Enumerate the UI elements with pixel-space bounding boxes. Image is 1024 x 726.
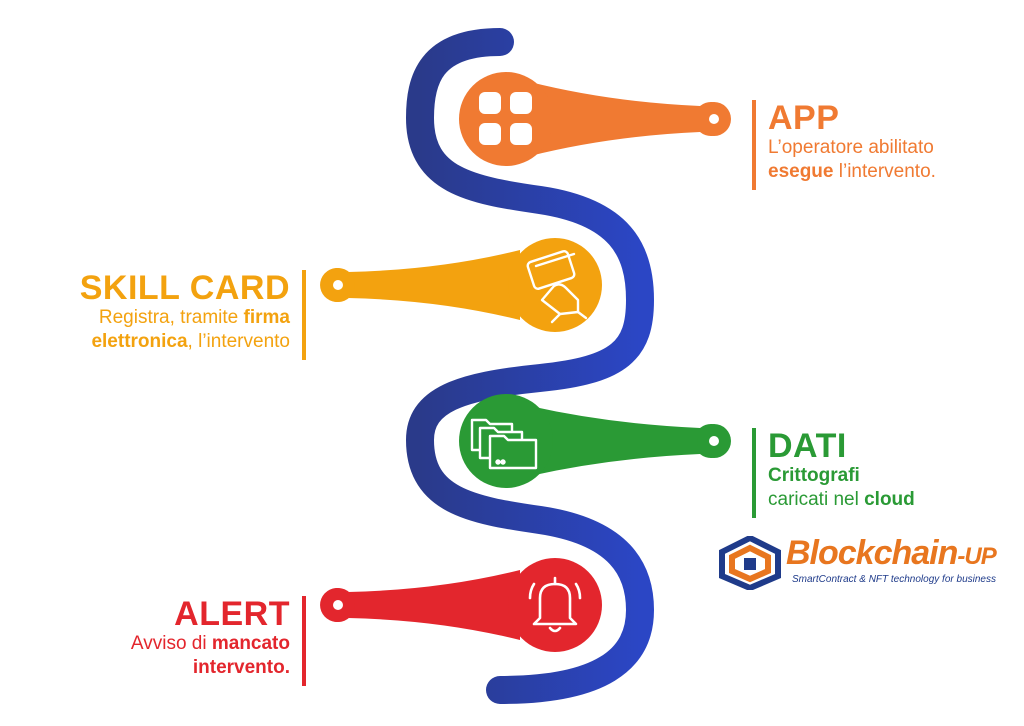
- dati-accent-bar: [752, 428, 756, 518]
- app-line-1-text: L’operatore abilitato: [768, 137, 934, 158]
- app-title: APP: [768, 99, 840, 137]
- skill-title: SKILL CARD: [79, 269, 290, 307]
- alert-connector: [320, 570, 520, 640]
- dati-line-2-bold: cloud: [864, 489, 915, 510]
- alert-node: [320, 558, 602, 652]
- app-line-2-rest: l’intervento.: [833, 161, 936, 182]
- skill-line-2: elettronica, l’intervento: [20, 330, 290, 354]
- folders-icon: [470, 418, 538, 470]
- dati-text-block: DATI Crittografi caricati nel cloud: [752, 428, 1024, 518]
- app-text-block: APP L’operatore abilitato esegue l’inter…: [752, 100, 1024, 190]
- card-hand-icon: [526, 250, 588, 324]
- app-connector: [530, 82, 728, 156]
- app-line-1: L’operatore abilitato: [768, 136, 1024, 160]
- skill-line-1-bold: firma: [243, 307, 290, 328]
- app-pin-dot: [709, 114, 719, 124]
- alert-line-2: intervento.: [60, 656, 290, 680]
- dati-pin-dot: [709, 436, 719, 446]
- app-line-2-bold: esegue: [768, 161, 834, 182]
- alert-line-1-bold: mancato: [211, 633, 290, 654]
- serpentine-path: [405, 28, 655, 704]
- app-line-2: esegue l’intervento.: [768, 160, 1024, 184]
- app-node: [459, 72, 731, 166]
- logo-tagline: SmartContract & NFT technology for busin…: [792, 574, 996, 585]
- blockchain-cube-icon: [719, 536, 781, 590]
- dati-connector: [530, 406, 728, 476]
- logo-suffix: -UP: [957, 543, 996, 570]
- skill-line-1-text: Registra, tramite: [98, 307, 244, 328]
- app-circle: [459, 72, 553, 166]
- dati-line-1: Crittografi: [768, 464, 1024, 488]
- app-accent-bar: [752, 100, 756, 190]
- skill-line-2-bold: elettronica: [91, 331, 188, 352]
- logo-wordmark: Blockchain-UP: [786, 534, 997, 573]
- bell-icon: [528, 576, 582, 633]
- apps-grid-icon: [479, 92, 532, 145]
- alert-title: ALERT: [174, 595, 290, 633]
- skill-node: [320, 238, 602, 332]
- alert-circle: [508, 558, 602, 652]
- alert-accent-bar: [302, 596, 306, 686]
- blockchain-up-logo: Blockchain-UP SmartContract & NFT techno…: [718, 534, 1018, 594]
- alert-text-block: ALERT Avviso di mancato intervento.: [60, 596, 306, 686]
- skill-text-block: SKILL CARD Registra, tramite firma elett…: [20, 270, 306, 360]
- logo-name: Blockchain: [786, 534, 958, 572]
- alert-line-2-bold: intervento.: [192, 657, 290, 678]
- skill-accent-bar: [302, 270, 306, 360]
- skill-line-2-rest: , l’intervento: [187, 331, 290, 352]
- skill-line-1: Registra, tramite firma: [20, 306, 290, 330]
- alert-pin-dot: [333, 600, 343, 610]
- skill-connector: [320, 250, 520, 320]
- alert-line-1: Avviso di mancato: [60, 632, 290, 656]
- dati-title: DATI: [768, 427, 847, 465]
- skill-pin-dot: [333, 280, 343, 290]
- dati-node: [459, 394, 731, 488]
- dati-line-2: caricati nel cloud: [768, 488, 1024, 512]
- dati-line-1-bold: Crittografi: [768, 465, 860, 486]
- alert-line-1-text: Avviso di: [130, 633, 212, 654]
- dati-line-2-text: caricati nel: [768, 489, 865, 510]
